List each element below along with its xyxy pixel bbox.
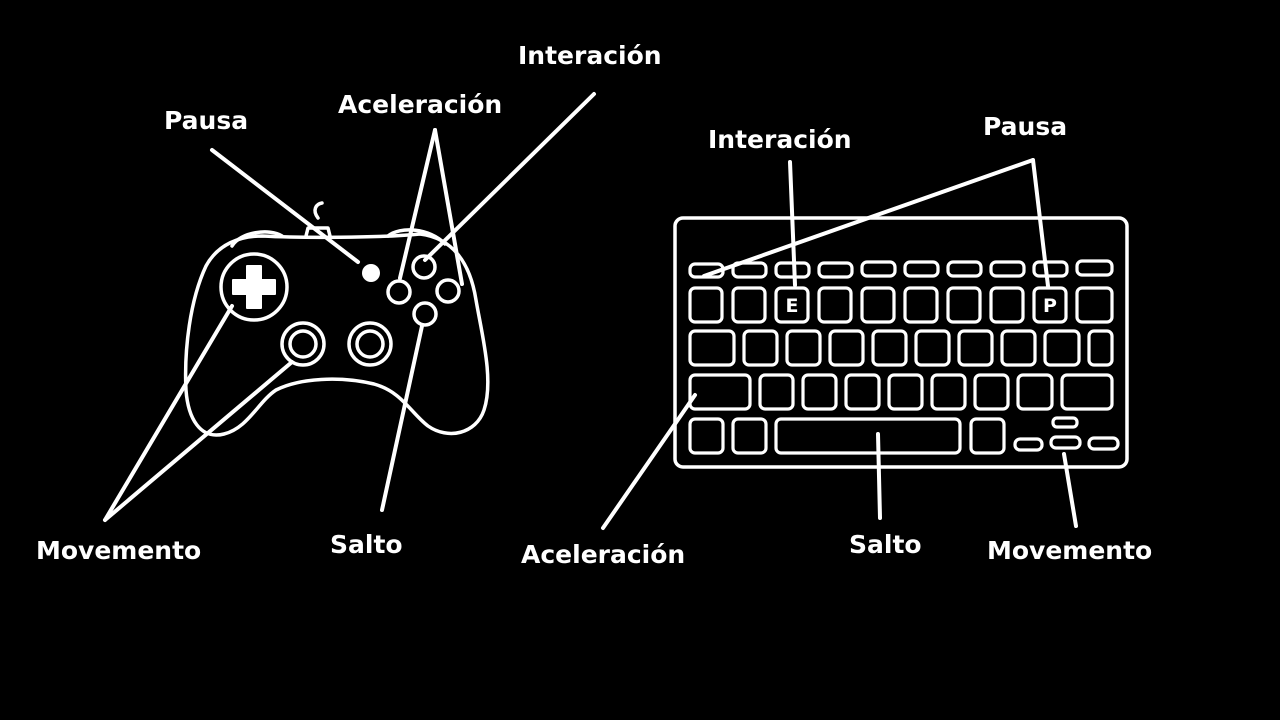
gamepad-label-interaction: Interación: [518, 41, 662, 70]
key-f7: [991, 262, 1024, 276]
key: [744, 331, 777, 365]
key: [1002, 331, 1035, 365]
gamepad-label-jump: Salto: [330, 530, 403, 559]
keyboard-callout-lines: [603, 160, 1076, 528]
kb-acceleration-leader-line: [603, 395, 695, 528]
key-arrow-down: [1051, 437, 1080, 448]
keyboard-label-interaction: Interación: [708, 125, 852, 154]
face-button-bottom: [414, 303, 436, 325]
key: [690, 419, 723, 453]
key: [971, 419, 1004, 453]
acceleration-leader-line-b: [435, 130, 462, 284]
key-f1: [733, 263, 766, 277]
key: [1077, 288, 1112, 322]
key: [787, 331, 820, 365]
key-f5: [905, 262, 938, 276]
keyboard-label-pause: Pausa: [983, 112, 1067, 141]
key: [1018, 375, 1052, 409]
keyboard-row-shift: [690, 375, 1112, 409]
key-f3: [819, 263, 852, 277]
key: [889, 375, 922, 409]
key-f8: [1034, 262, 1067, 276]
dpad-icon: [233, 266, 275, 308]
keyboard-row-qwerty: E P: [690, 288, 1112, 322]
key: [760, 375, 793, 409]
key-f4: [862, 262, 895, 276]
keyboard-function-row: [690, 261, 1112, 277]
key-arrow-right: [1089, 438, 1118, 449]
key: [830, 331, 863, 365]
key-p-legend: P: [1043, 295, 1057, 317]
gamepad-dpad-ring: [221, 254, 287, 320]
kb-pause-leader-line-b: [1033, 160, 1048, 286]
keyboard-label-movement: Movemento: [987, 536, 1152, 565]
key: [1062, 375, 1112, 409]
face-button-left: [388, 281, 410, 303]
face-button-top: [413, 256, 435, 278]
key-e: [776, 288, 808, 322]
key: [873, 331, 906, 365]
kb-movement-leader-line: [1064, 454, 1076, 526]
key: [690, 331, 734, 365]
kb-pause-leader-line-a: [704, 160, 1033, 276]
right-thumbstick: [349, 323, 391, 365]
key: [690, 288, 722, 322]
key: [733, 288, 765, 322]
key-f9: [1077, 261, 1112, 275]
gamepad-pause-button: [362, 264, 380, 282]
keyboard-label-acceleration: Aceleración: [521, 540, 685, 569]
gamepad-illustration: [186, 203, 488, 435]
key: [975, 375, 1008, 409]
key: [959, 331, 992, 365]
kb-interaction-leader-line: [790, 162, 795, 285]
key-e-legend: E: [786, 295, 799, 317]
key: [1089, 331, 1112, 365]
gamepad-cable: [315, 203, 322, 218]
key-shift: [690, 375, 750, 409]
gamepad-connector: [306, 228, 330, 236]
keyboard-label-jump: Salto: [849, 530, 922, 559]
kb-jump-leader-line: [878, 434, 880, 518]
movement-leader-line-b: [105, 362, 292, 520]
keyboard-row-bottom: [690, 418, 1118, 453]
gamepad-label-acceleration: Aceleración: [338, 90, 502, 119]
keyboard-frame: [675, 218, 1127, 467]
key: [733, 419, 766, 453]
gamepad-label-pause: Pausa: [164, 106, 248, 135]
key-p: [1034, 288, 1066, 322]
gamepad-callout-lines: [105, 94, 594, 520]
face-button-right: [437, 280, 459, 302]
key: [932, 375, 965, 409]
left-thumbstick: [282, 323, 324, 365]
key-f6: [948, 262, 981, 276]
gamepad-left-bumper: [232, 232, 282, 246]
key: [991, 288, 1023, 322]
key: [916, 331, 949, 365]
key: [803, 375, 836, 409]
key: [862, 288, 894, 322]
interaction-leader-line: [425, 94, 594, 260]
keyboard-row-home: [690, 331, 1112, 365]
key-arrow-left: [1015, 439, 1042, 450]
movement-leader-line-a: [105, 306, 232, 520]
gamepad-label-movement: Movemento: [36, 536, 201, 565]
gamepad-body: [186, 234, 488, 435]
key: [1045, 331, 1079, 365]
keyboard-illustration: E P: [675, 218, 1127, 467]
key: [819, 288, 851, 322]
key: [846, 375, 879, 409]
acceleration-leader-line-a: [400, 130, 435, 278]
key-space: [776, 419, 960, 453]
key: [905, 288, 937, 322]
key: [948, 288, 980, 322]
key-arrow-up: [1053, 418, 1077, 427]
pause-leader-line: [212, 150, 358, 262]
jump-leader-line: [382, 326, 422, 510]
